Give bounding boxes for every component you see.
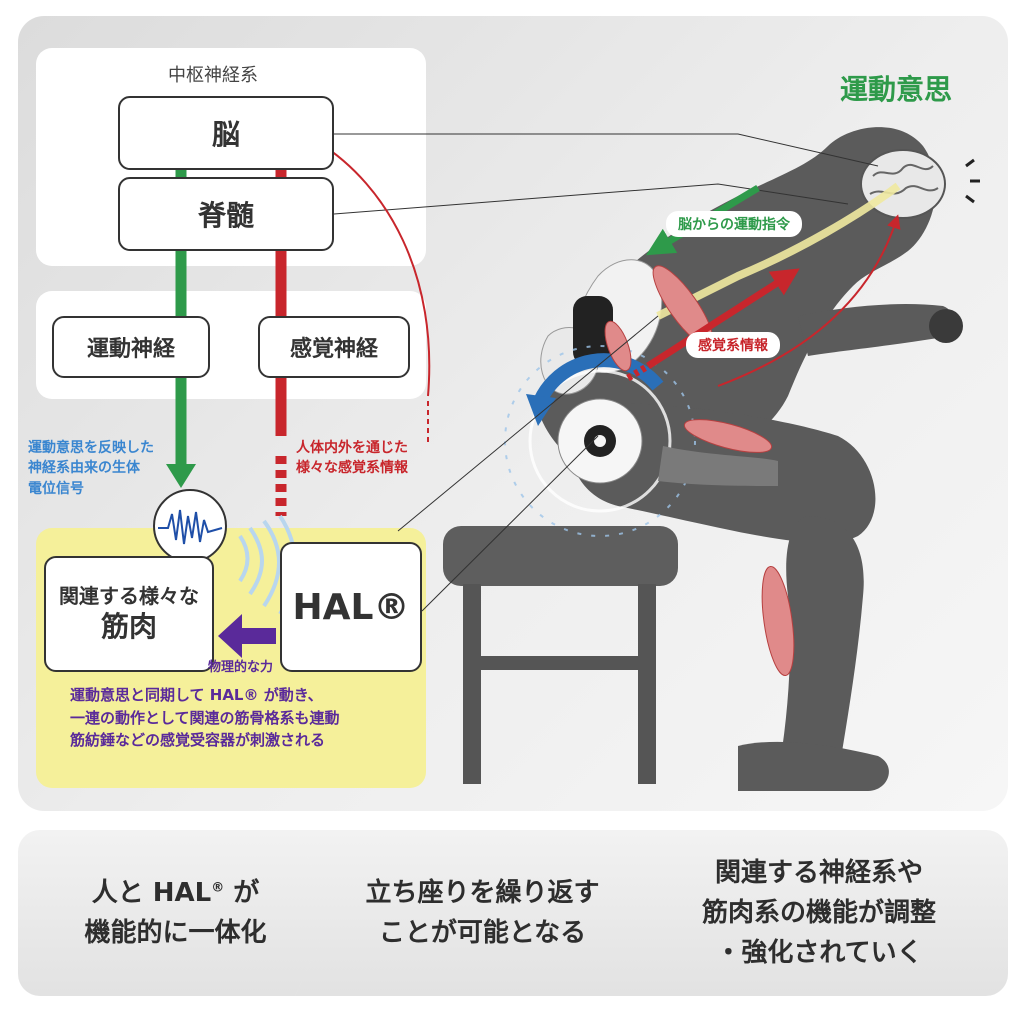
step1-line2: 機能的に一体化 — [84, 918, 267, 948]
sensory-nerve-label: 感覚神経 — [289, 337, 378, 362]
motor-nerve-label: 運動神経 — [86, 337, 175, 362]
muscle-box: 関連する様々な 筋肉 — [44, 556, 214, 672]
hal-box: HAL® — [280, 542, 422, 672]
step1-line1: 人と HAL — [91, 877, 212, 908]
sensory-nerve-box: 感覚神経 — [258, 316, 410, 378]
step2-text: 立ち座りを繰り返す ことが可能となる — [365, 877, 600, 948]
motor-intent-label: 運動意思 — [840, 73, 953, 106]
bioelectric-label: 運動意思を反映した 神経系由来の生体 電位信号 — [28, 440, 154, 497]
diagram-panel: 中枢神経系 脳 脊髄 運動神経 感覚神経 運動意思を反映した 神経系由来の生体 … — [18, 16, 1008, 811]
figure-overlay — [153, 127, 980, 791]
sensory-info-arrow-figure — [646, 268, 800, 369]
sync-note: 運動意思と同期して HAL® が動き、 一連の動作として関連の筋骨格系も連動 筋… — [70, 686, 340, 749]
muscle-label-line1: 関連する様々な — [59, 583, 199, 608]
brain-label: 脳 — [211, 118, 240, 151]
spinal-cord-box: 脊髄 — [118, 177, 334, 251]
sensory-curve-figure — [717, 214, 901, 387]
step-function-strengthen: 関連する神経系や 筋肉系の機能が調整 ・強化されていく — [630, 830, 1008, 996]
motor-nerve-box: 運動神経 — [52, 316, 210, 378]
connector-lines — [333, 133, 879, 612]
brain-command-label: 脳からの運動指令 — [666, 211, 802, 237]
physical-force-label: 物理的な力 — [208, 660, 274, 675]
cns-label: 中枢神経系 — [168, 65, 258, 86]
physical-force-arrow — [218, 614, 276, 658]
step-integration: 人と HAL® が機能的に一体化 — [18, 830, 333, 996]
hal-label: HAL® — [292, 586, 410, 628]
sensory-system-info-label: 感覚系情報 — [686, 332, 780, 358]
step1-line1-end: が — [224, 877, 260, 908]
motor-nerve-arrowhead — [166, 464, 196, 488]
muscle-illustrations — [604, 265, 795, 676]
spinal-cord-label: 脊髄 — [197, 199, 254, 232]
bioelectric-signal-icon — [153, 489, 227, 563]
sensory-info-body-label: 人体内外を通じた 様々な感覚系情報 — [296, 440, 408, 477]
sensory-curve-diagram — [312, 138, 431, 397]
step-repeat-sit-stand: 立ち座りを繰り返す ことが可能となる — [295, 830, 670, 996]
step-integration-text: 人と HAL® が機能的に一体化 — [84, 873, 266, 954]
sensory-dashed-figure — [626, 362, 650, 382]
brain-box: 脳 — [118, 96, 334, 170]
step1-registered-mark: ® — [211, 880, 225, 896]
person-silhouette — [443, 127, 963, 791]
brain-icon — [860, 149, 980, 219]
muscle-label-line2: 筋肉 — [100, 609, 157, 643]
step3-text: 関連する神経系や 筋肉系の機能が調整 ・強化されていく — [701, 857, 936, 969]
